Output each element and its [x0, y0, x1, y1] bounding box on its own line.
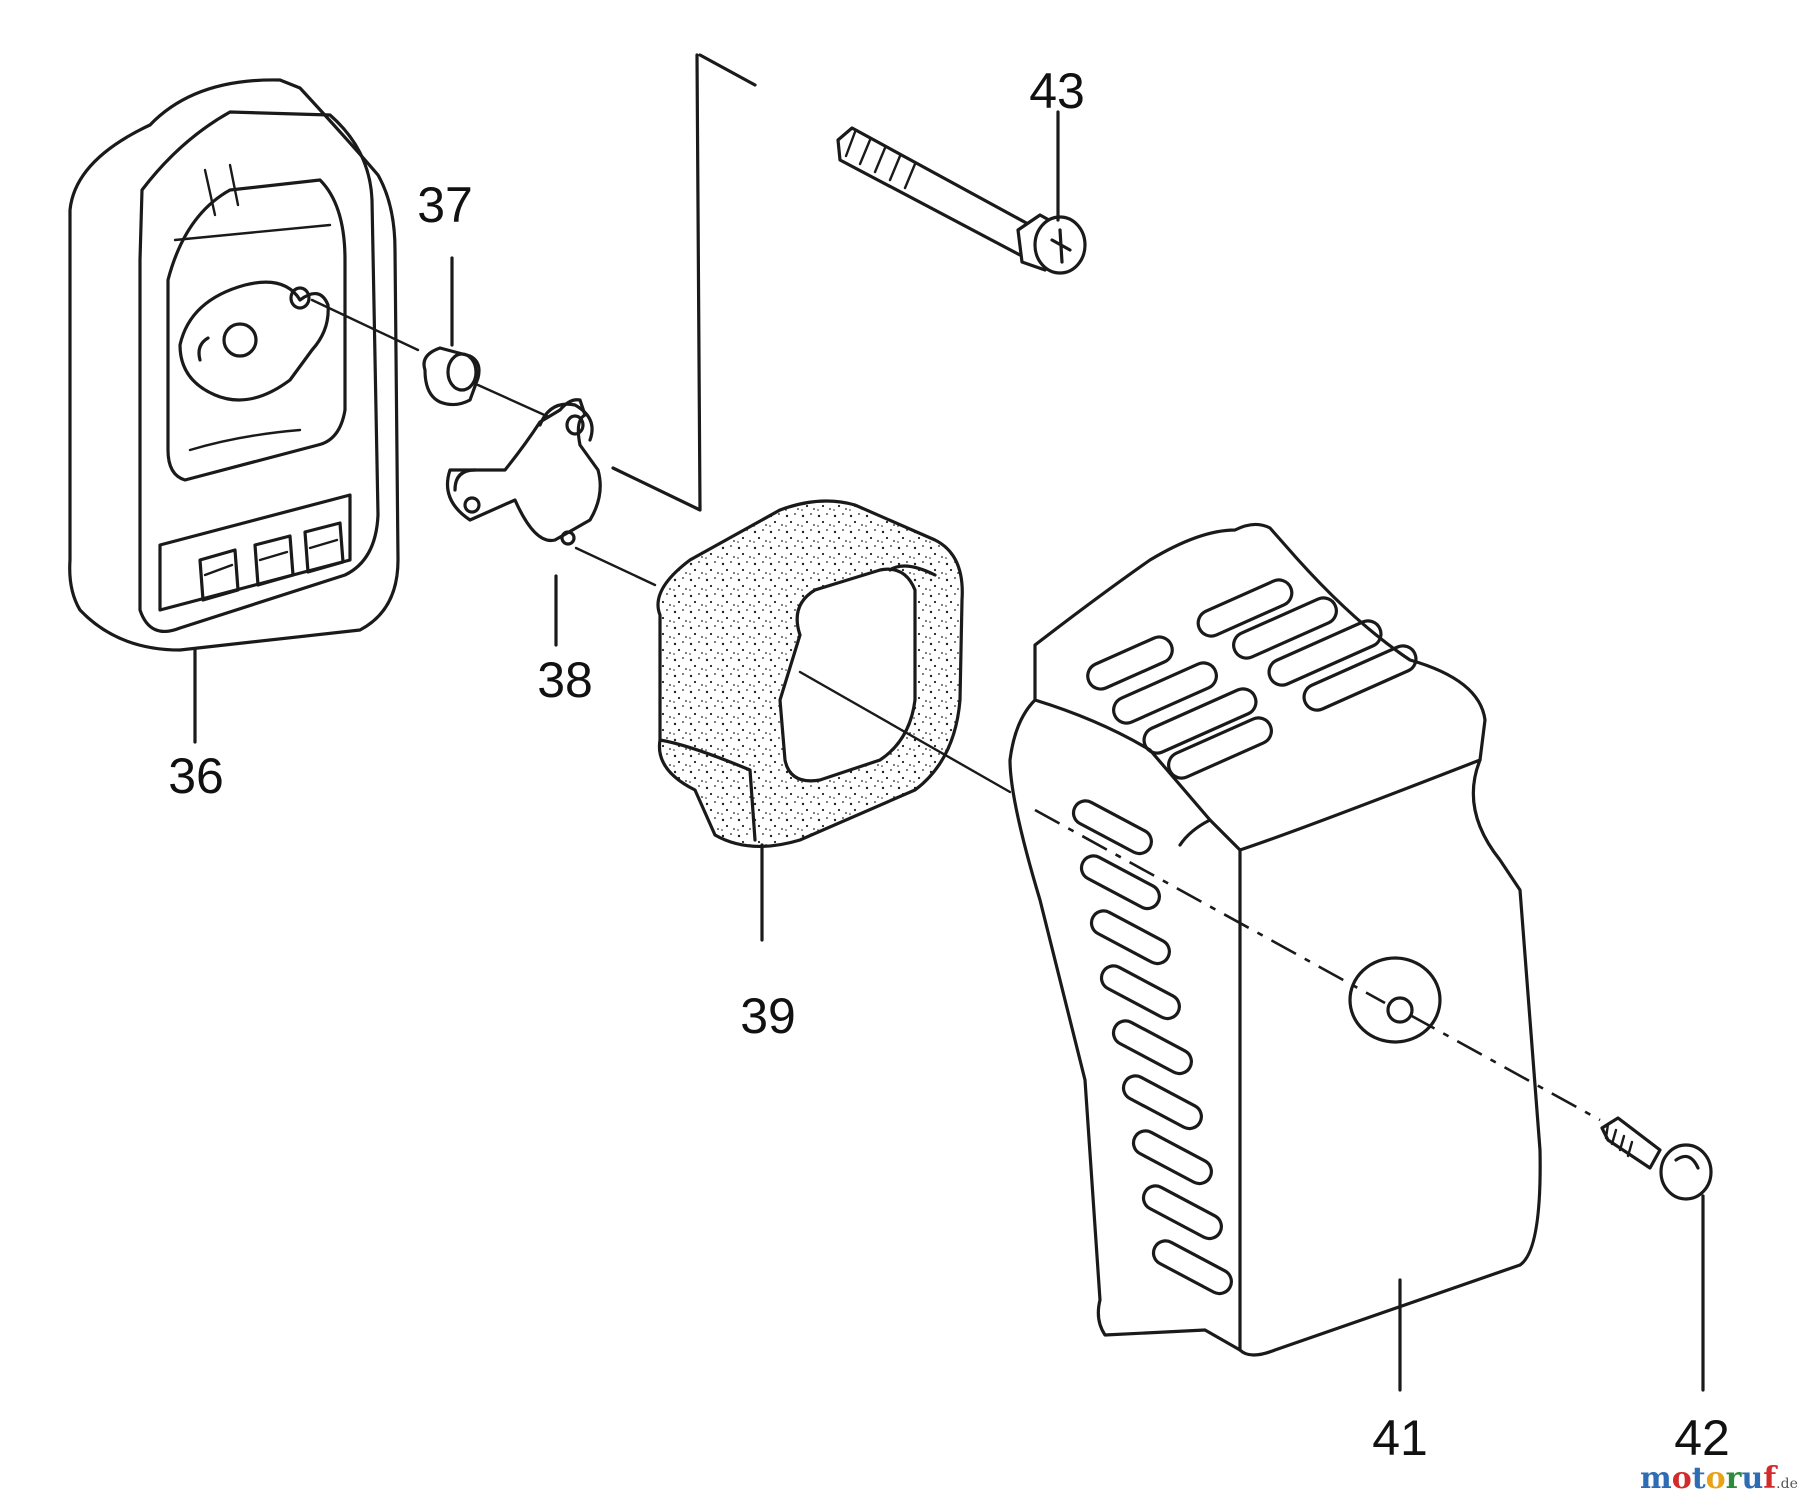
callout-43: 43 — [1029, 63, 1085, 119]
side-vents — [1071, 799, 1233, 1296]
callout-42: 42 — [1674, 1410, 1730, 1466]
part-38-bracket — [445, 398, 602, 647]
top-vents — [1086, 578, 1418, 780]
part-39-filter-element — [656, 499, 964, 942]
callout-37: 37 — [417, 177, 473, 233]
callout-36: 36 — [168, 748, 224, 804]
part-43-bolt — [836, 110, 1087, 275]
part-41-cover — [1008, 522, 1542, 1392]
callout-39: 39 — [740, 988, 796, 1044]
callout-38: 38 — [537, 652, 593, 708]
callout-41: 41 — [1372, 1410, 1428, 1466]
part-36-air-cleaner-base — [68, 78, 400, 744]
part-42-screw — [1600, 1116, 1713, 1392]
part-37-collar — [422, 256, 481, 407]
watermark-text: motoruf.de — [1640, 1461, 1798, 1496]
motoruf-logo: motoruf.de — [1640, 1461, 1798, 1496]
